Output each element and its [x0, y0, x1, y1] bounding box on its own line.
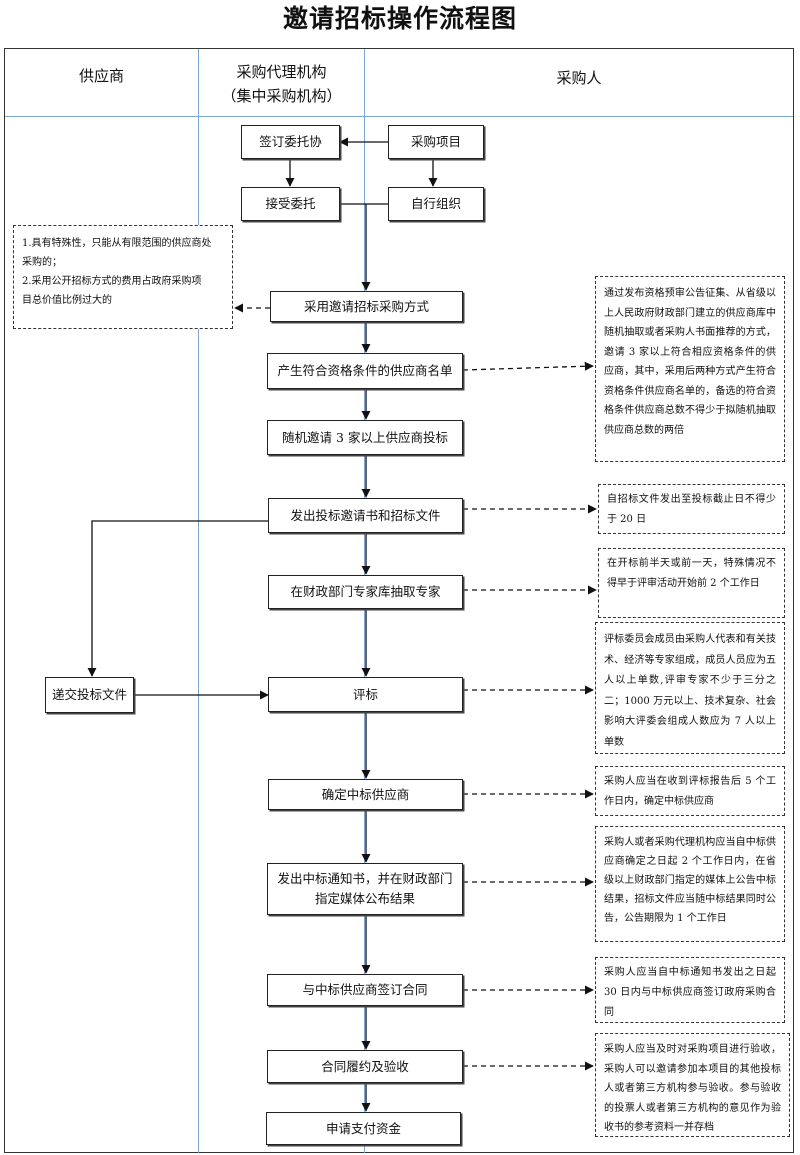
- box-issue-notice-line1: 发出中标通知书，并在财政部门: [277, 871, 453, 886]
- lane-header-agency-line1: 采购代理机构: [236, 63, 327, 81]
- box-procurement-project: 采购项目: [388, 125, 484, 159]
- header-divider: [5, 116, 793, 117]
- arrow-docs-to-supplier: [87, 520, 268, 677]
- note-conditions-line3: 2.采用公开招标方式的费用占政府采购项: [22, 276, 202, 287]
- box-apply-payment: 申请支付资金: [266, 1112, 461, 1145]
- dashed-list-to-qualification: [462, 361, 594, 371]
- lane-divider-1: [198, 49, 199, 1153]
- box-determine-winner: 确定中标供应商: [268, 779, 463, 810]
- box-accept-entrust: 接受委托: [241, 187, 340, 221]
- lane-header-supplier: 供应商: [78, 67, 124, 85]
- lane-header-purchaser: 采购人: [556, 69, 602, 87]
- box-qualified-list: 产生符合资格条件的供应商名单: [267, 353, 463, 389]
- note-conditions-line4: 目总价值比例过大的: [22, 295, 112, 306]
- lane-header-agency: 采购代理机构 （集中采购机构）: [199, 60, 364, 108]
- note-publish-result: 采购人或者采购代理机构应当自中标供应商确定之日起 2 个工作日内，在省级以上财政…: [595, 826, 785, 942]
- box-sign-contract: 与中标供应商签订合同: [267, 974, 463, 1006]
- box-issue-notice: 发出中标通知书，并在财政部门 指定媒体公布结果: [267, 863, 463, 915]
- box-send-documents: 发出投标邀请书和招标文件: [268, 498, 463, 533]
- note-conditions-line2: 采购的；: [22, 257, 62, 268]
- note-acceptance: 采购人应当及时对采购项目进行验收，采购人可以邀请参加本项目的其他投标人或者第三方…: [595, 1033, 790, 1137]
- box-evaluate-bids: 评标: [268, 677, 463, 712]
- box-use-invite-method: 采用邀请招标采购方式: [270, 291, 463, 322]
- page-title: 邀请招标操作流程图: [282, 4, 517, 33]
- box-sign-entrust: 签订委托协: [241, 125, 340, 159]
- swimlane-frame: [4, 48, 794, 1153]
- box-perform-acceptance: 合同履约及验收: [267, 1050, 463, 1083]
- box-submit-bid: 递交投标文件: [45, 677, 134, 713]
- box-self-organize: 自行组织: [388, 187, 484, 221]
- note-applicable-conditions: 1.具有特殊性，只能从有限范围的供应商处 采购的； 2.采用公开招标方式的费用占…: [13, 225, 233, 329]
- note-contract-deadline: 采购人应当自中标通知书发出之日起 30 日内与中标供应商签订政府采购合同: [595, 957, 785, 1023]
- lane-header-agency-line2: （集中采购机构）: [221, 87, 342, 105]
- note-conditions-line1: 1.具有特殊性，只能从有限范围的供应商处: [22, 238, 212, 249]
- note-confirm-winner: 采购人应当在收到评标报告后 5 个工作日内，确定中标供应商: [595, 766, 785, 816]
- note-qualification-methods: 通过发布资格预审公告征集、从省级以上人民政府财政部门建立的供应商库中随机抽取或者…: [595, 276, 785, 462]
- box-issue-notice-line2: 指定媒体公布结果: [314, 891, 415, 906]
- note-bid-deadline: 自招标文件发出至投标截止日不得少于 20 日: [598, 484, 785, 534]
- note-committee-composition: 评标委员会成员由采购人代表和有关技术、经济等专家组成，成员人员应为五人以上单数,…: [595, 622, 785, 754]
- box-random-invite: 随机邀请 3 家以上供应商投标: [267, 420, 463, 455]
- note-expert-selection-time: 在开标前半天或前一天，特殊情况不得早于评审活动开始前 2 个工作日: [598, 548, 785, 618]
- box-select-experts: 在财政部门专家库抽取专家: [268, 575, 463, 609]
